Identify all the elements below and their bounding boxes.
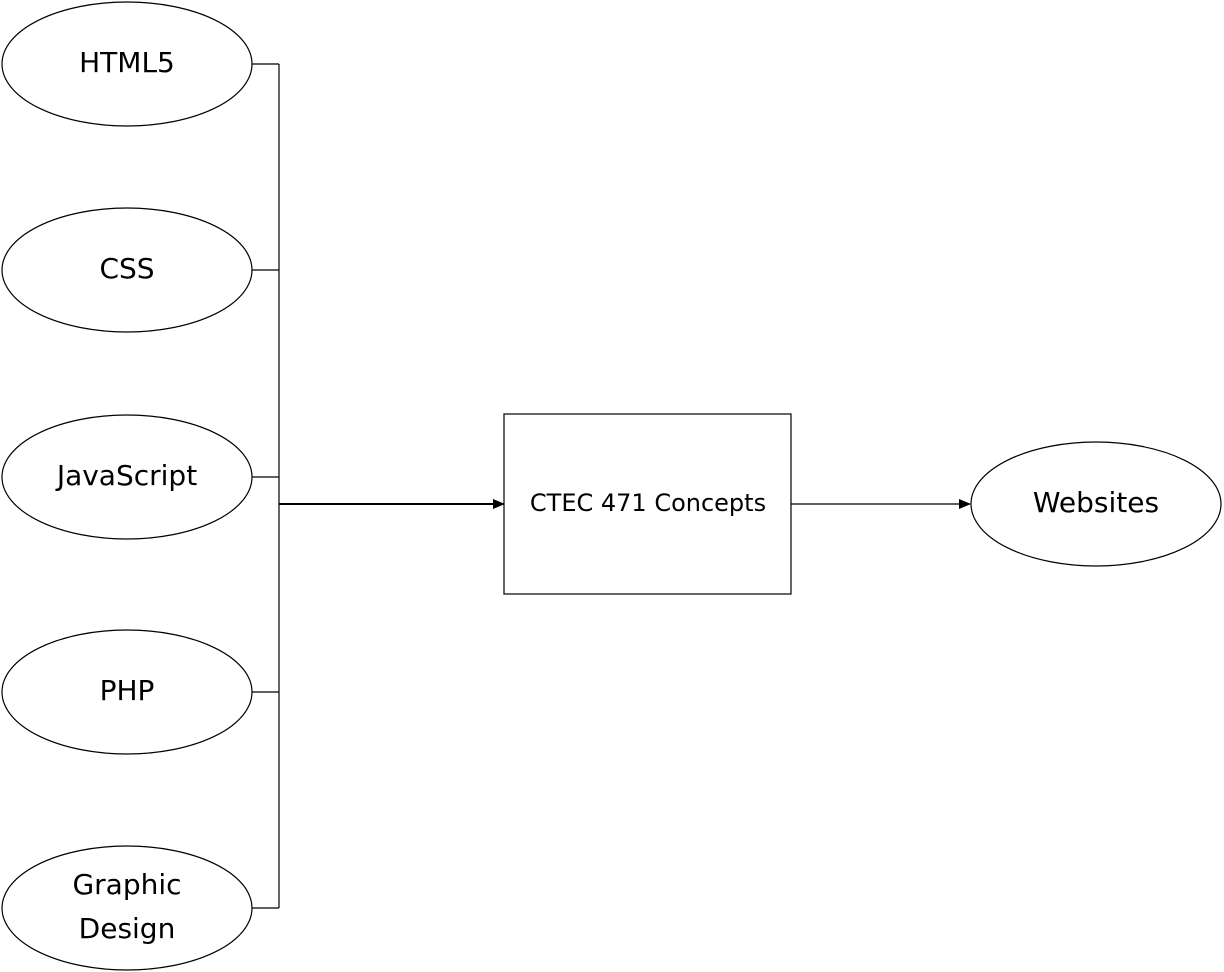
input-label-css: CSS — [99, 252, 154, 285]
input-node-html5: HTML5 — [1, 1, 253, 127]
output-node: Websites — [970, 441, 1222, 567]
input-label-design: Design — [79, 912, 176, 945]
input-label-php: PHP — [100, 674, 155, 707]
input-node-graphic-design: Graphic Design — [1, 845, 253, 971]
input-node-php: PHP — [1, 629, 253, 755]
input-label-html5: HTML5 — [79, 46, 175, 79]
input-node-javascript: JavaScript — [1, 414, 253, 540]
input-label-graphic: Graphic — [72, 868, 181, 901]
input-node-css: CSS — [1, 207, 253, 333]
input-label-javascript: JavaScript — [55, 459, 197, 492]
input-connector-bracket — [252, 63, 280, 909]
process-label: CTEC 471 Concepts — [530, 489, 766, 517]
process-node: CTEC 471 Concepts — [503, 413, 792, 595]
output-label: Websites — [1033, 486, 1159, 519]
